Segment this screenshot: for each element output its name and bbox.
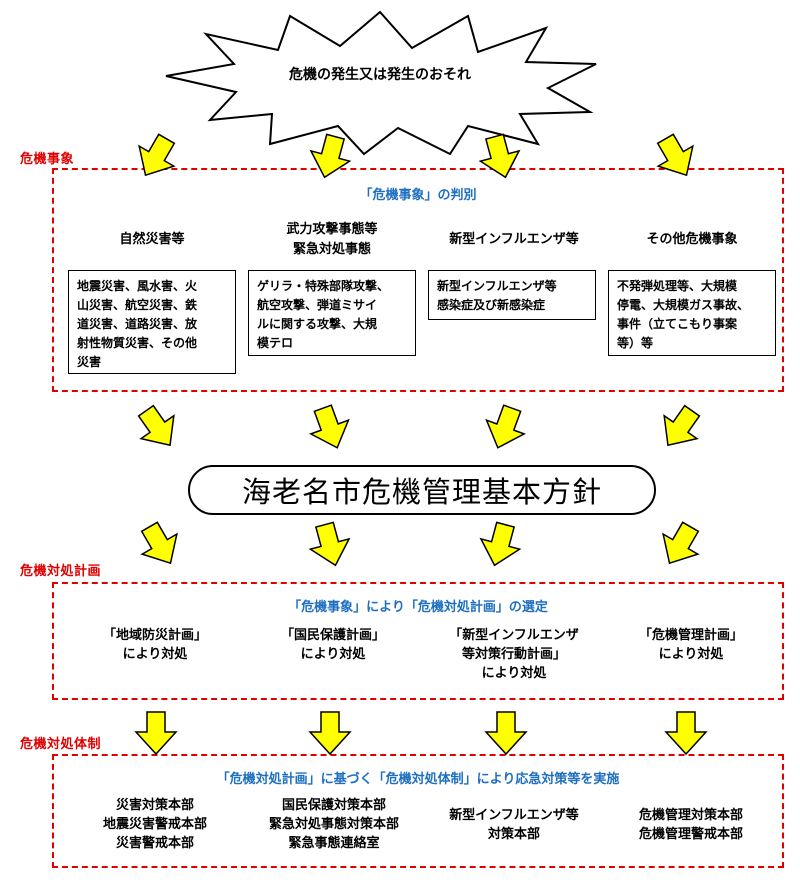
system-box: 「危機対処計画」に基づく「危機対処体制」により応急対策等を実施 bbox=[52, 754, 784, 868]
section-label-system: 危機対処体制 bbox=[20, 737, 102, 752]
category-title-other: その他危機事象 bbox=[646, 232, 738, 247]
category-desc-natural: 地震災害、風水害、火 山災害、航空災害、鉄 道災害、道路災害、放 射性物質災害、… bbox=[68, 270, 236, 374]
arrow-plan-influenza-org bbox=[484, 711, 528, 756]
category-desc-influenza: 新型インフルエンザ等 感染症及び新感染症 bbox=[428, 270, 596, 320]
plan-regional-disaster: 「地域防災計画」 により対処 bbox=[102, 628, 207, 662]
plan-civil-protection: 「国民保護計画」 により対処 bbox=[280, 628, 385, 662]
arrow-other-policy bbox=[663, 404, 701, 447]
burst-text: 危機の発生又は発生のおそれ bbox=[289, 67, 471, 83]
org-civil-protection-hq: 国民保護対策本部 緊急対処事態対策本部 緊急事態連絡室 bbox=[268, 798, 399, 851]
arrow-burst-armed bbox=[309, 133, 352, 179]
arrow-plan-civil-org bbox=[308, 711, 352, 756]
org-disaster-hq: 災害対策本部 地震災害警戒本部 災害警戒本部 bbox=[102, 798, 207, 851]
arrow-burst-natural bbox=[138, 133, 176, 177]
plans-heading: 「危機事象」により「危機対処計画」の選定 bbox=[288, 600, 548, 615]
arrow-burst-other bbox=[656, 133, 694, 177]
arrow-plan-crisis-org bbox=[664, 711, 708, 756]
section-label-plans: 危機対処計画 bbox=[20, 564, 102, 579]
policy-title: 海老名市危機管理基本方針 bbox=[188, 465, 656, 515]
plans-box: 「危機事象」により「危機対処計画」の選定 bbox=[52, 582, 784, 700]
arrow-natural-policy bbox=[137, 404, 175, 447]
events-box: 「危機事象」の判別 bbox=[52, 168, 784, 392]
category-desc-other: 不発弾処理等、大規模 停電、大規模ガス事故、 事件（立てこもり事案 等）等 bbox=[608, 270, 776, 356]
category-title-influenza: 新型インフルエンザ等 bbox=[449, 232, 579, 247]
category-desc-armed: ゲリラ・特殊部隊攻撃、 航空攻撃、弾道ミサイ ルに関する攻撃、大規 模テロ bbox=[248, 270, 416, 356]
arrow-policy-crisis bbox=[662, 521, 700, 565]
plan-influenza-action: 「新型インフルエンザ 等対策行動計画」 により対処 bbox=[449, 628, 579, 681]
category-title-armed: 武力攻撃事態等 緊急対処事態 bbox=[286, 222, 378, 257]
section-label-events: 危機事象 bbox=[20, 152, 75, 167]
system-heading: 「危機対処計画」に基づく「危機対処体制」により応急対策等を実施 bbox=[216, 772, 620, 787]
plan-crisis-management: 「危機管理計画」 により対処 bbox=[638, 628, 743, 662]
org-crisis-management-hq: 危機管理対策本部 危機管理警戒本部 bbox=[638, 808, 743, 842]
arrow-influenza-policy bbox=[485, 404, 526, 449]
arrow-policy-regional bbox=[140, 521, 178, 565]
category-title-natural: 自然災害等 bbox=[119, 232, 185, 247]
events-heading: 「危機事象」の判別 bbox=[359, 188, 477, 203]
arrow-armed-policy bbox=[309, 404, 350, 449]
crisis-burst bbox=[165, 10, 597, 156]
arrow-burst-influenza bbox=[478, 133, 521, 179]
org-influenza-hq: 新型インフルエンザ等 対策本部 bbox=[449, 808, 579, 842]
arrow-plan-regional-org bbox=[134, 711, 178, 756]
arrow-policy-influenza bbox=[479, 521, 522, 567]
arrow-policy-civil bbox=[308, 521, 351, 567]
